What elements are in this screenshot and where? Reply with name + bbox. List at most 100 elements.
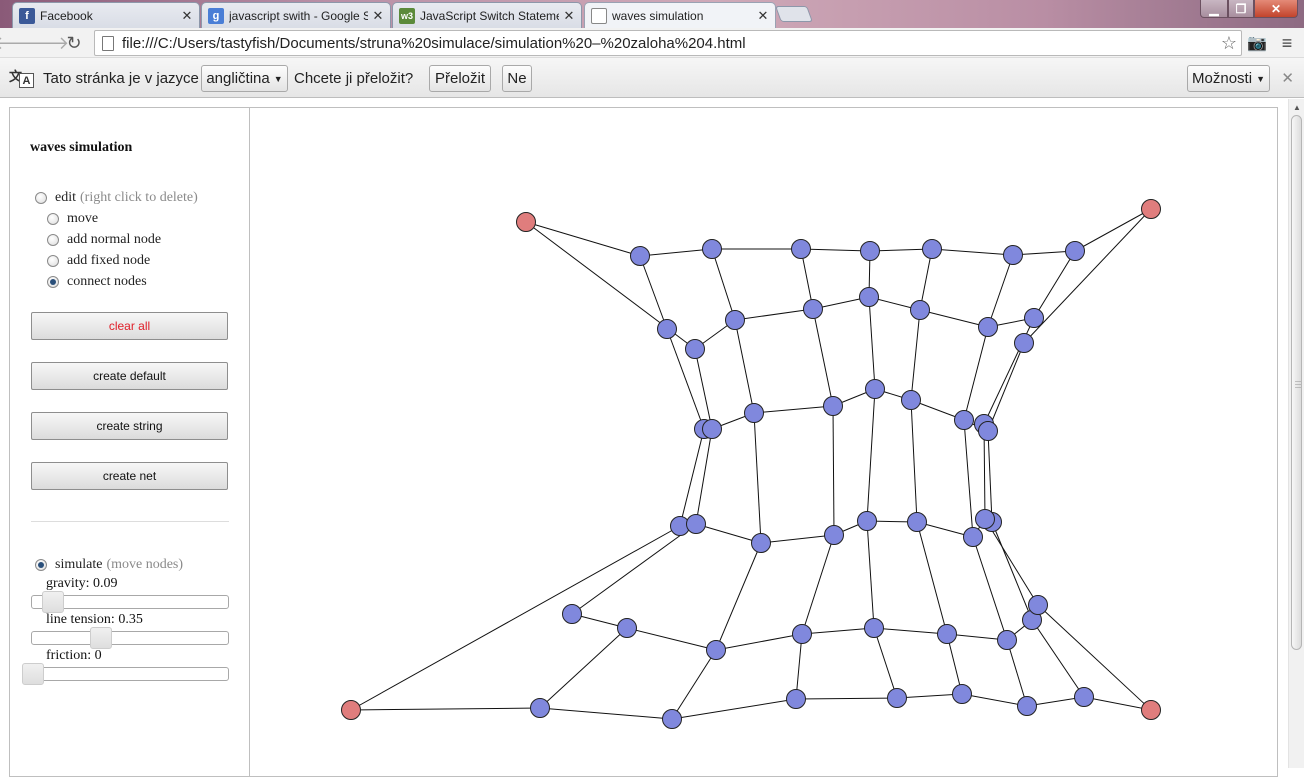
net-node[interactable] xyxy=(685,339,705,359)
net-node[interactable] xyxy=(922,239,942,259)
mode-add-normal-node[interactable]: add normal node xyxy=(47,232,161,248)
create-string-button[interactable]: create string xyxy=(31,412,228,440)
edit-radio-row[interactable]: edit (right click to delete) xyxy=(35,190,198,206)
net-node[interactable] xyxy=(824,525,844,545)
net-node[interactable] xyxy=(907,512,927,532)
forward-arrow-icon[interactable]: 🡒 xyxy=(20,32,70,53)
create-net-button[interactable]: create net xyxy=(31,462,228,490)
net-drawing[interactable] xyxy=(250,108,1278,778)
net-node[interactable] xyxy=(702,419,722,439)
scrollbar-thumb[interactable]: ——— xyxy=(1291,115,1302,650)
fixed-node[interactable] xyxy=(341,700,361,720)
reload-icon[interactable]: ↻ xyxy=(66,32,82,53)
mode-radio[interactable] xyxy=(47,255,59,267)
simulate-radio-row[interactable]: simulate (move nodes) xyxy=(35,557,183,573)
net-node[interactable] xyxy=(530,698,550,718)
close-icon[interactable]: ✕ xyxy=(372,7,384,23)
net-node[interactable] xyxy=(865,379,885,399)
net-node[interactable] xyxy=(803,299,823,319)
options-button[interactable]: Možnosti ▼ xyxy=(1187,65,1270,92)
net-node[interactable] xyxy=(963,527,983,547)
maximize-icon[interactable]: ❐ xyxy=(1228,0,1254,18)
camera-extension-icon[interactable]: 📷 xyxy=(1247,35,1267,52)
net-node[interactable] xyxy=(823,396,843,416)
simulate-radio[interactable] xyxy=(35,559,47,571)
net-node[interactable] xyxy=(702,239,722,259)
net-node[interactable] xyxy=(978,317,998,337)
close-icon[interactable]: ✕ xyxy=(757,7,769,23)
simulation-canvas[interactable] xyxy=(250,107,1278,777)
translate-button[interactable]: Přeložit xyxy=(429,65,491,92)
net-node[interactable] xyxy=(1003,245,1023,265)
tab-waves-simulation[interactable]: waves simulation ✕ xyxy=(584,2,776,28)
net-node[interactable] xyxy=(859,287,879,307)
create-default-button[interactable]: create default xyxy=(31,362,228,390)
no-button[interactable]: Ne xyxy=(502,65,532,92)
net-node[interactable] xyxy=(1074,687,1094,707)
net-node[interactable] xyxy=(864,618,884,638)
url-text[interactable]: file:///C:/Users/tastyfish/Documents/str… xyxy=(122,34,746,52)
slider-handle[interactable] xyxy=(22,663,44,685)
close-icon[interactable]: ✕ xyxy=(563,7,575,23)
net-node[interactable] xyxy=(725,310,745,330)
bookmark-star-icon[interactable]: ☆ xyxy=(1220,32,1238,53)
slider-handle[interactable] xyxy=(90,627,112,649)
net-node[interactable] xyxy=(910,300,930,320)
net-node[interactable] xyxy=(952,684,972,704)
language-select[interactable]: angličtina ▼ xyxy=(201,65,288,92)
tab-facebook[interactable]: f Facebook ✕ xyxy=(12,2,200,28)
net-node[interactable] xyxy=(860,241,880,261)
tension-slider[interactable] xyxy=(31,627,229,649)
fixed-node[interactable] xyxy=(516,212,536,232)
tab-google-search[interactable]: g javascript swith - Google S ✕ xyxy=(201,2,391,28)
new-tab-button[interactable] xyxy=(775,6,813,22)
address-bar[interactable]: file:///C:/Users/tastyfish/Documents/str… xyxy=(94,30,1242,56)
slider-handle[interactable] xyxy=(42,591,64,613)
mode-connect-nodes[interactable]: connect nodes xyxy=(47,274,147,290)
menu-icon[interactable]: ≡ xyxy=(1281,32,1293,53)
close-icon[interactable]: ✕ xyxy=(1281,70,1294,87)
net-node[interactable] xyxy=(562,604,582,624)
net-node[interactable] xyxy=(1024,308,1044,328)
net-node[interactable] xyxy=(901,390,921,410)
close-icon[interactable]: ✕ xyxy=(181,7,193,23)
net-node[interactable] xyxy=(617,618,637,638)
net-node[interactable] xyxy=(744,403,764,423)
mode-radio[interactable] xyxy=(47,234,59,246)
clear-all-button[interactable]: clear all xyxy=(31,312,228,340)
net-node[interactable] xyxy=(751,533,771,553)
mode-radio[interactable] xyxy=(47,213,59,225)
mode-radio[interactable] xyxy=(47,276,59,288)
net-node[interactable] xyxy=(887,688,907,708)
edit-radio[interactable] xyxy=(35,192,47,204)
mode-move[interactable]: move xyxy=(47,211,98,227)
net-node[interactable] xyxy=(1028,595,1048,615)
net-node[interactable] xyxy=(791,239,811,259)
net-node[interactable] xyxy=(1014,333,1034,353)
net-node[interactable] xyxy=(630,246,650,266)
friction-slider[interactable] xyxy=(22,663,229,685)
scroll-up-icon[interactable]: ▲ xyxy=(1293,103,1301,112)
net-node[interactable] xyxy=(997,630,1017,650)
net-node[interactable] xyxy=(1017,696,1037,716)
net-node[interactable] xyxy=(1065,241,1085,261)
net-node[interactable] xyxy=(857,511,877,531)
net-node[interactable] xyxy=(954,410,974,430)
fixed-node[interactable] xyxy=(1141,199,1161,219)
net-node[interactable] xyxy=(657,319,677,339)
net-node[interactable] xyxy=(937,624,957,644)
net-node[interactable] xyxy=(662,709,682,729)
net-node[interactable] xyxy=(975,509,995,529)
net-node[interactable] xyxy=(786,689,806,709)
net-node[interactable] xyxy=(978,421,998,441)
net-node[interactable] xyxy=(686,514,706,534)
mode-add-fixed-node[interactable]: add fixed node xyxy=(47,253,150,269)
net-node[interactable] xyxy=(706,640,726,660)
vertical-scrollbar[interactable]: ▲ ——— xyxy=(1288,99,1304,768)
net-node[interactable] xyxy=(792,624,812,644)
fixed-node[interactable] xyxy=(1141,700,1161,720)
minimize-icon[interactable]: ▁ xyxy=(1200,0,1228,18)
close-window-icon[interactable]: ✕ xyxy=(1254,0,1298,18)
gravity-slider[interactable] xyxy=(31,591,229,613)
tab-w3schools[interactable]: w3 JavaScript Switch Stateme ✕ xyxy=(392,2,582,28)
